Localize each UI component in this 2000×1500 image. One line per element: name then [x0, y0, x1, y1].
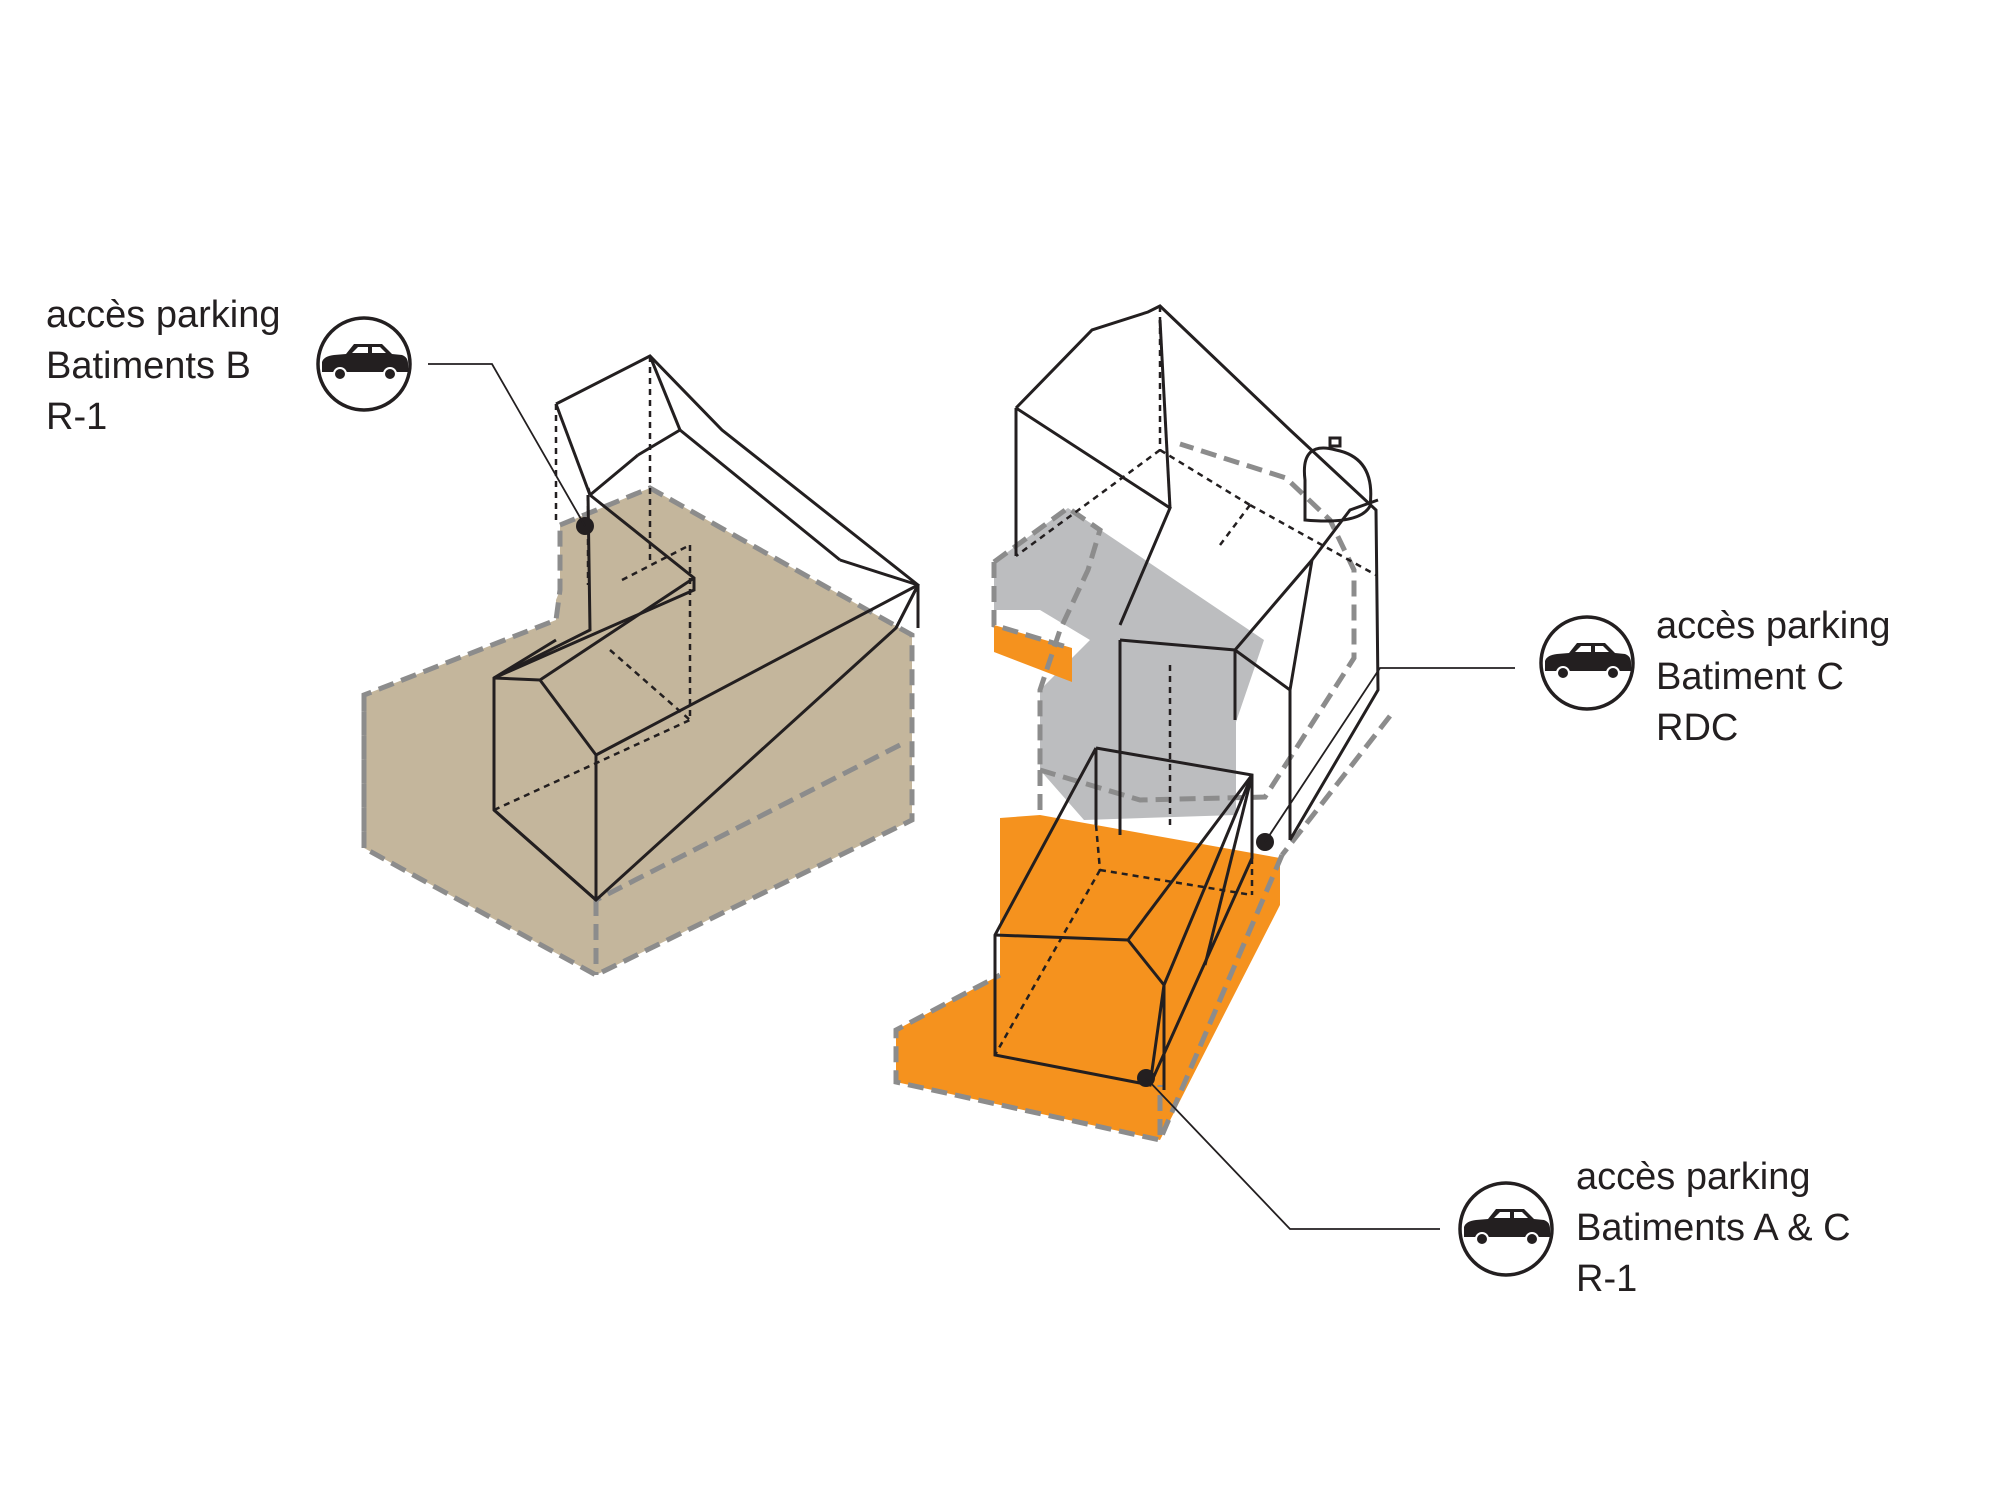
leader-b [428, 363, 586, 527]
label-ac-line-3: R-1 [1576, 1258, 1638, 1300]
parking-ac-orange-slab-back [994, 625, 1072, 682]
label-ac-line-1: accès parking [1576, 1156, 1811, 1198]
building-c-wireframe [1014, 304, 1380, 841]
parking-b-dashed-outline [361, 485, 915, 978]
leader-ac [1145, 1077, 1440, 1230]
label-parking-building-c: accès parking Batiment C RDC [1656, 601, 1890, 754]
building-b-group [361, 354, 920, 978]
leader-lines [428, 363, 1515, 1230]
label-b-line-3: R-1 [46, 396, 108, 438]
label-ac-line-2: Batiments A & C [1576, 1207, 1851, 1249]
label-parking-buildings-a-c: accès parking Batiments A & C R-1 [1576, 1152, 1851, 1305]
label-b-line-2: Batiments B [46, 345, 251, 387]
leader-c [1264, 667, 1515, 843]
label-c-line-1: accès parking [1656, 605, 1891, 647]
ground-c-footprint [994, 508, 1264, 820]
parking-ac-footprint [896, 815, 1280, 1140]
car-icon [316, 316, 412, 412]
label-c-line-3: RDC [1656, 707, 1739, 749]
label-b-line-1: accès parking [46, 294, 281, 336]
building-c-group [893, 304, 1392, 1143]
label-c-line-2: Batiment C [1656, 656, 1844, 698]
label-parking-building-b: accès parking Batiments B R-1 [46, 290, 280, 443]
car-icon [1539, 615, 1635, 711]
car-icon [1458, 1181, 1554, 1277]
